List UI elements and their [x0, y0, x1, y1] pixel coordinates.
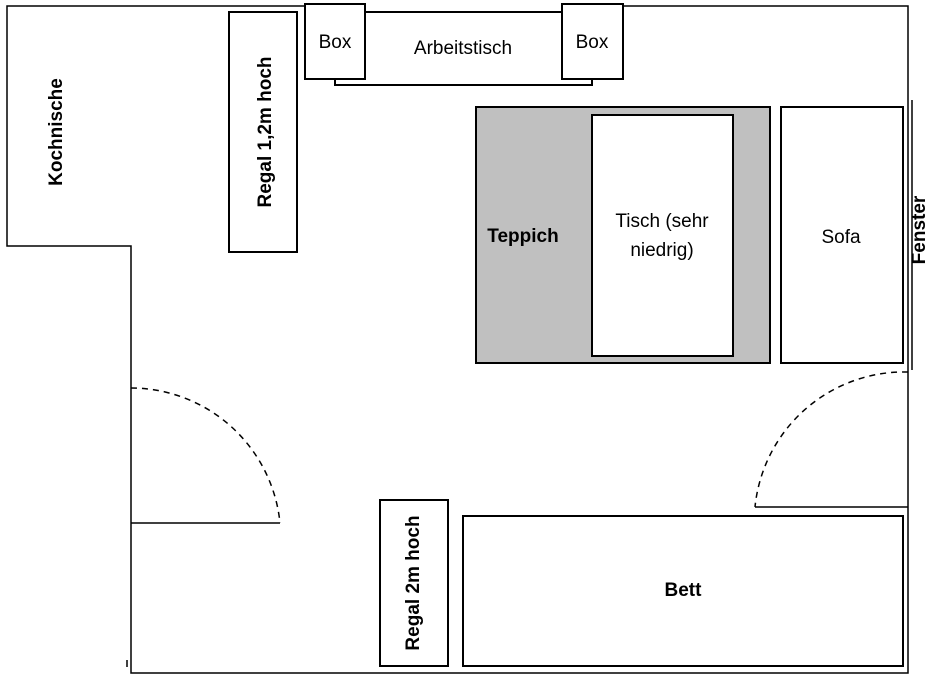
bett-label: Bett [665, 580, 703, 601]
fenster-label: Fenster [909, 195, 930, 264]
regal-gross [379, 499, 449, 667]
box-left-label: Box [319, 32, 352, 53]
box-right-label: Box [576, 32, 609, 53]
bett [462, 515, 904, 667]
regal-klein [228, 11, 298, 253]
door-swing-right [754, 371, 909, 508]
door-swing-left [130, 387, 281, 524]
box-left [304, 3, 366, 80]
box-right [561, 3, 624, 80]
sofa-label: Sofa [821, 227, 861, 248]
regal-gross-label: Regal 2m hoch [403, 515, 424, 650]
sofa [780, 106, 904, 364]
tisch-label-line1: Tisch (sehr [615, 211, 709, 232]
teppich-label: Teppich [487, 226, 558, 247]
tisch [591, 114, 734, 357]
arbeitstisch-label: Arbeitstisch [414, 38, 512, 59]
room-wall [6, 5, 909, 674]
kochnische-label: Kochnische [46, 78, 67, 186]
tisch-label-line2: niedrig) [630, 240, 693, 261]
regal-klein-label: Regal 1,2m hoch [255, 57, 276, 208]
